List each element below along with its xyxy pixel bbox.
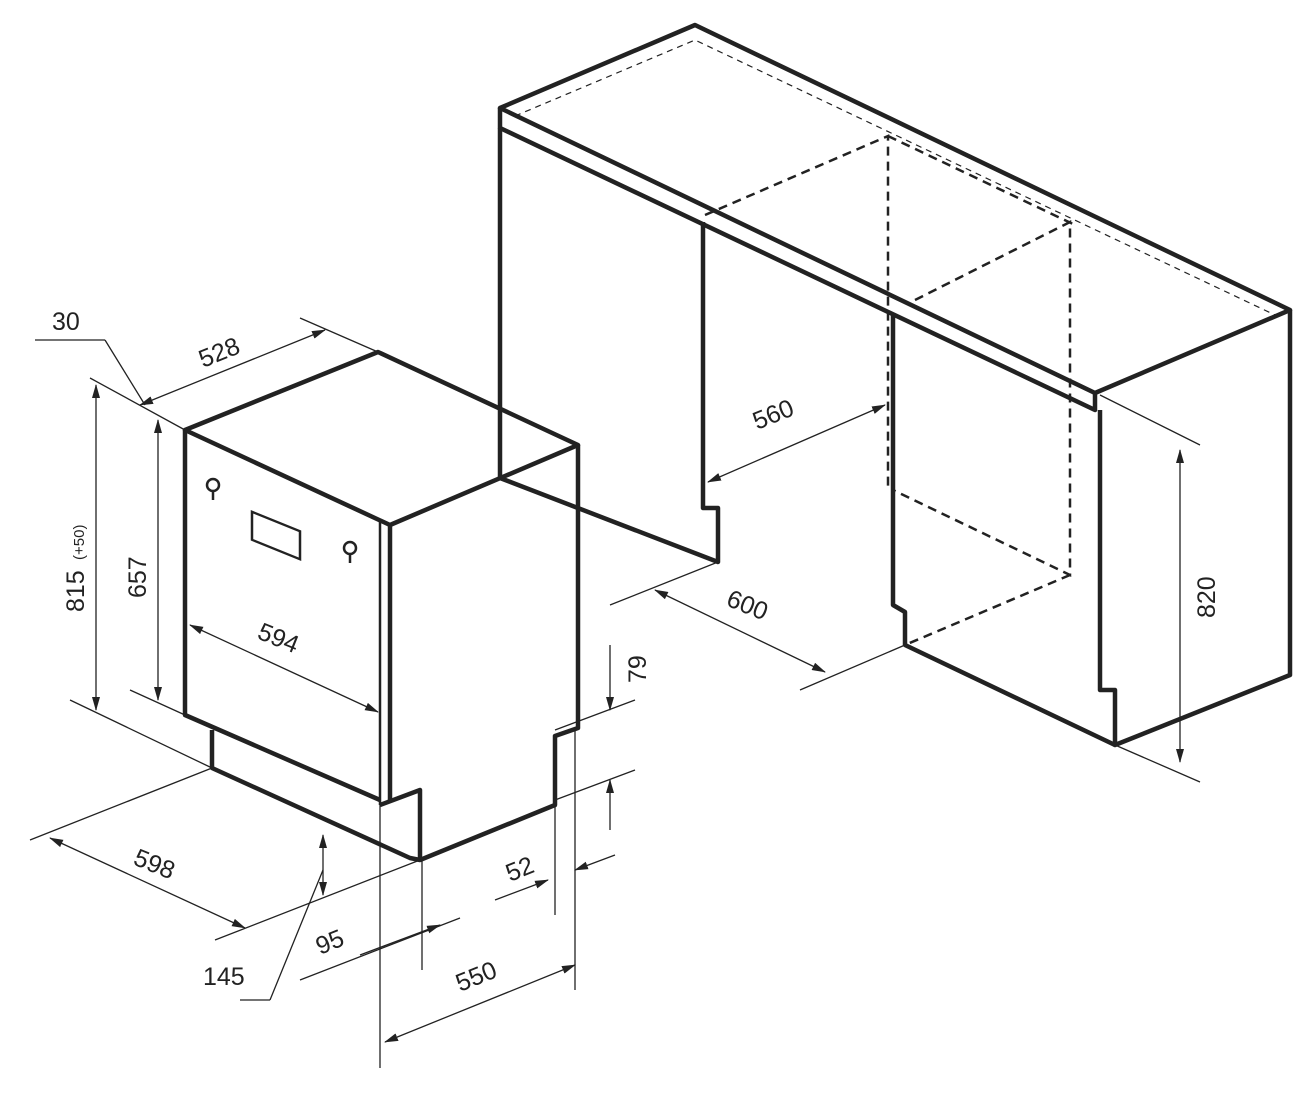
label-598: 598 — [130, 844, 179, 886]
label-815-tolerance: (+50) — [71, 525, 88, 560]
label-594: 594 — [254, 618, 303, 660]
label-79: 79 — [624, 655, 652, 683]
label-550: 550 — [452, 956, 501, 998]
kitchen-cabinet — [497, 22, 1293, 748]
label-820: 820 — [1193, 576, 1221, 618]
label-600: 600 — [723, 585, 772, 627]
label-528: 528 — [195, 332, 244, 374]
label-560: 560 — [749, 394, 798, 436]
label-52: 52 — [502, 851, 538, 887]
dimensions — [29, 317, 1201, 1068]
label-145: 145 — [203, 963, 245, 991]
label-657: 657 — [124, 556, 152, 598]
label-815: 815 — [62, 570, 90, 612]
label-95: 95 — [312, 924, 348, 960]
dishwasher — [182, 349, 581, 863]
label-30: 30 — [52, 308, 80, 336]
